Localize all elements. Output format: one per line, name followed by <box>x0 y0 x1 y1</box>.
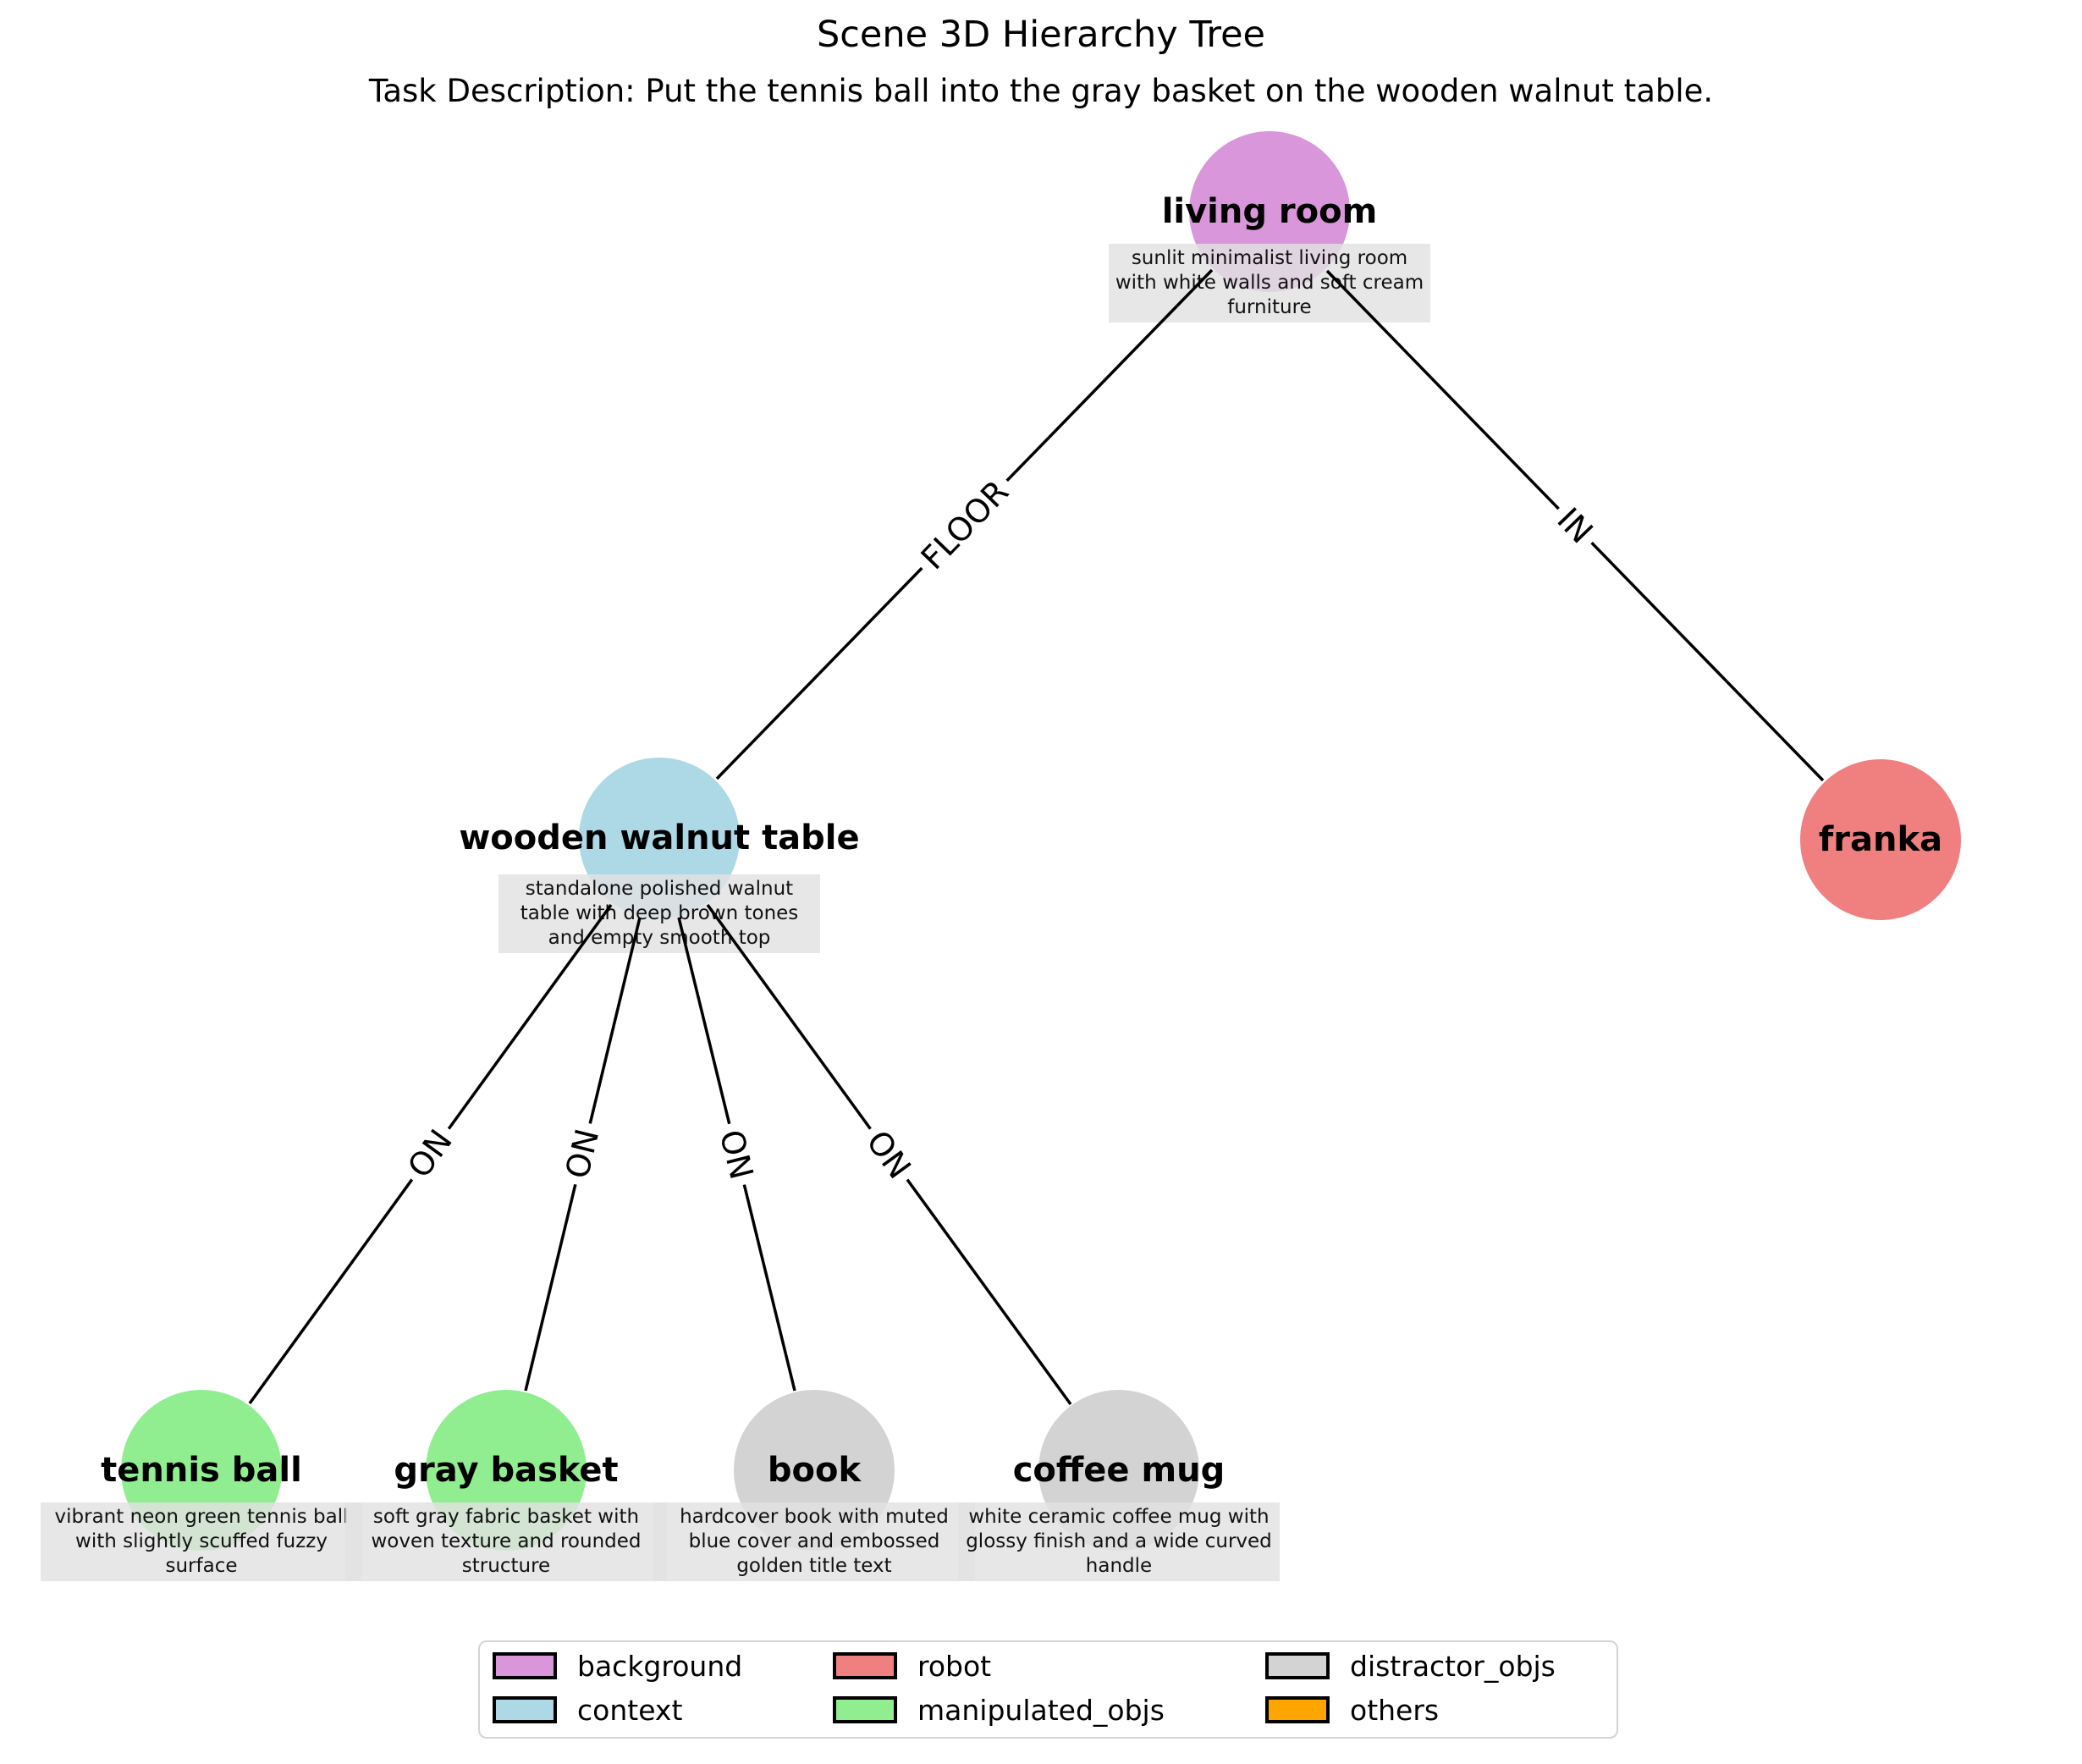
legend-swatch-robot <box>833 1652 897 1679</box>
node-desc-gray-basket: soft gray fabric basket with woven textu… <box>345 1502 667 1581</box>
legend-swatch-background <box>493 1652 557 1679</box>
legend-item-context: context <box>493 1693 683 1727</box>
legend-label-robot: robot <box>917 1649 992 1683</box>
node-desc-tennis-ball: vibrant neon green tennis ball with slig… <box>41 1502 362 1581</box>
legend-item-distractor-objs: distractor_objs <box>1265 1649 1556 1683</box>
node-label-coffee-mug: coffee mug <box>1012 1451 1226 1490</box>
node-circle-franka <box>1800 759 1961 920</box>
legend-swatch-distractor-objs <box>1265 1652 1330 1679</box>
legend-label-distractor-objs: distractor_objs <box>1350 1649 1556 1683</box>
node-desc-coffee-mug: white ceramic coffee mug with glossy fin… <box>958 1502 1280 1581</box>
legend-label-others: others <box>1350 1693 1440 1727</box>
legend-swatch-manipulated-objs <box>833 1696 897 1723</box>
node-label-tennis-ball: tennis ball <box>101 1451 302 1490</box>
legend-swatch-others <box>1265 1696 1330 1723</box>
legend-item-manipulated-objs: manipulated_objs <box>833 1693 1165 1727</box>
node-label-wooden-walnut-table: wooden walnut table <box>459 819 860 857</box>
legend-item-others: others <box>1265 1693 1440 1727</box>
legend: background context robot manipulated_obj… <box>478 1640 1618 1739</box>
node-label-gray-basket: gray basket <box>394 1451 619 1490</box>
node-label-book: book <box>767 1451 862 1490</box>
node-desc-wooden-walnut-table: standalone polished walnut table with de… <box>498 874 820 953</box>
node-desc-book: hardcover book with muted blue cover and… <box>653 1502 975 1581</box>
node-desc-living-room: sunlit minimalist living room with white… <box>1109 244 1430 322</box>
legend-label-context: context <box>577 1693 683 1727</box>
node-label-franka: franka <box>1818 820 1943 859</box>
legend-item-robot: robot <box>833 1649 992 1683</box>
legend-label-background: background <box>577 1649 743 1683</box>
legend-label-manipulated-objs: manipulated_objs <box>917 1693 1165 1727</box>
task-description: Task Description: Put the tennis ball in… <box>368 73 1714 109</box>
legend-swatch-context <box>493 1696 557 1723</box>
legend-item-background: background <box>493 1649 743 1683</box>
figure-title: Scene 3D Hierarchy Tree <box>816 14 1265 56</box>
node-label-living-room: living room <box>1161 192 1378 231</box>
